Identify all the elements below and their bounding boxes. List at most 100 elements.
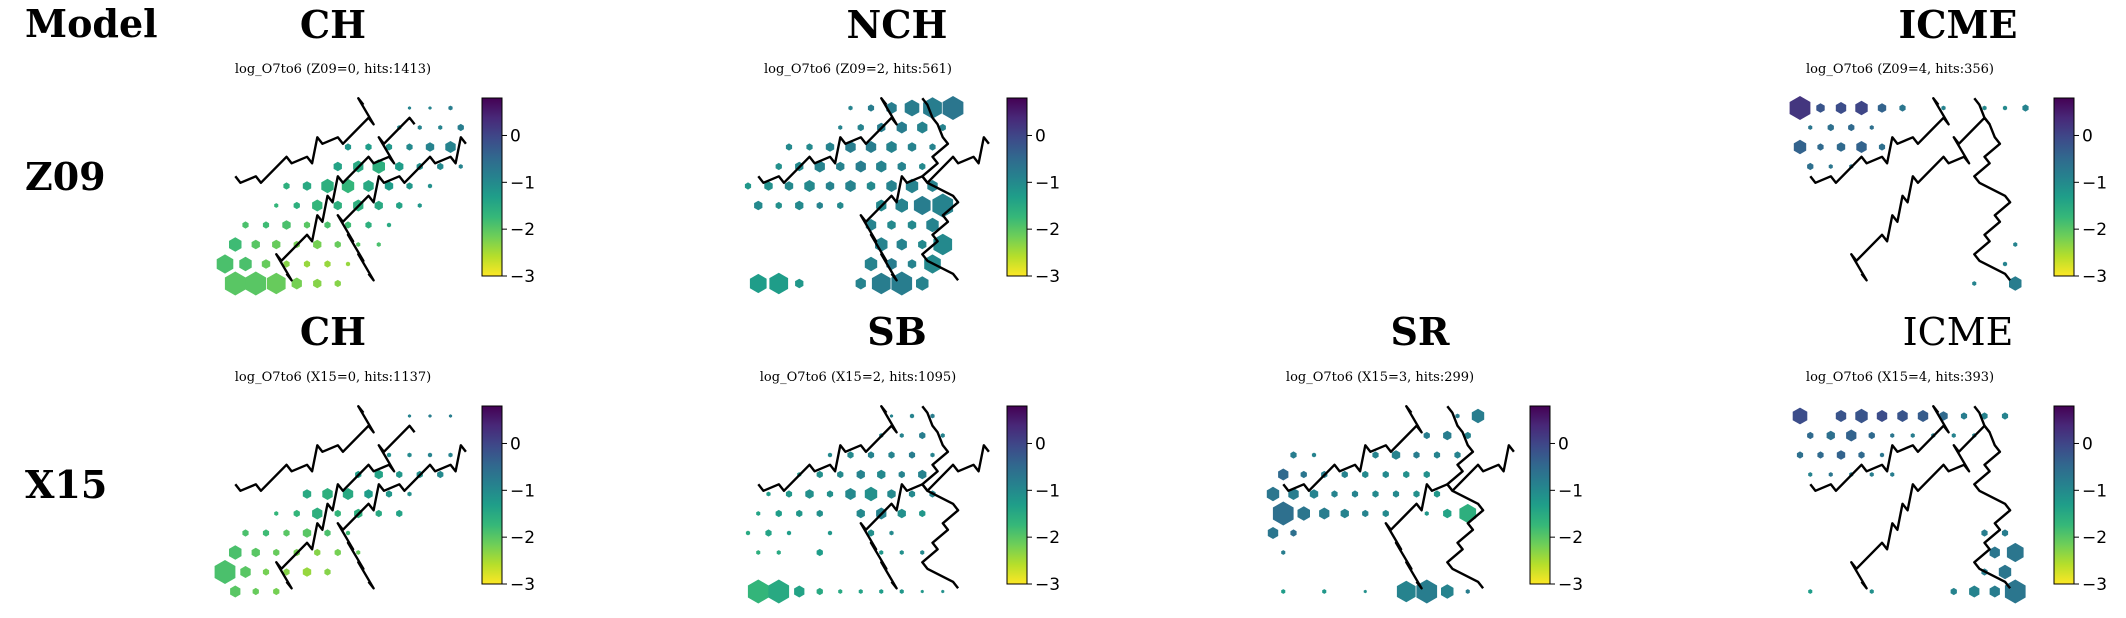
hex-cell [1319,507,1330,520]
hex-cell [313,278,322,289]
hex-cell [1981,412,1988,420]
hex-cell [1941,105,1946,111]
hex-cell [384,181,394,191]
panel-subtitle-z09-icme: log_O7to6 (Z09=4, hits:356) [1806,62,1994,77]
hex-cell [242,529,249,537]
hex-cell [1789,96,1811,120]
cluster-boundary [1850,424,1991,590]
hex-cell [940,433,945,438]
hex-cell [407,106,412,110]
hex-cell [274,511,279,516]
colorbar-tick-label: −3 [2082,267,2107,287]
hex-cell [2002,261,2008,267]
hex-cell [344,221,352,229]
hex-cell [866,181,876,191]
row-label-x15: X15 [25,462,107,507]
hex-cell [775,162,782,171]
colorbar-tick-label: −2 [2082,528,2107,548]
hex-cell [816,201,823,210]
hex-cell [239,256,252,272]
cluster-boundary [234,405,375,492]
hex-cell [896,238,907,251]
hex-cell [857,123,864,132]
hex-cell [1877,103,1887,113]
colorbar-tick-label: −1 [1558,481,1583,501]
colorbar-tick-label: −2 [1035,528,1060,548]
hex-cell [262,529,270,537]
hex-cell [838,589,843,594]
hex-cell [334,509,341,518]
hex-cell [796,509,803,518]
hex-cell [939,123,946,132]
hex-cell [904,99,920,117]
panel-title-x15-sr: SR [1390,309,1449,354]
hex-cell [293,201,300,210]
hex-cell [1846,429,1857,442]
hex-cell [425,142,435,152]
hex-cell [864,256,878,272]
hex-cell [1856,141,1867,153]
hex-cell [747,579,769,604]
hex-cell [1382,470,1389,479]
som-map-x15-icme [1792,405,2026,604]
som-map-z09-nch [744,96,990,296]
hex-cell [417,125,422,130]
hex-cell [1290,451,1297,459]
hex-cell [930,413,935,419]
hex-cell [283,182,290,190]
hex-cell [865,141,877,153]
hex-cell [363,180,374,192]
hex-cell [1835,410,1847,422]
hex-cell [1413,490,1420,498]
hex-cell [251,239,260,250]
hex-cell [1372,490,1379,498]
hex-cell [1897,410,1908,422]
hex-cell [1455,413,1460,419]
hex-cell [1951,433,1956,438]
hex-cell [749,273,767,294]
hex-cell [376,242,381,247]
hex-cell [871,272,891,295]
hex-cell [837,470,844,479]
hex-cell [229,237,242,252]
hex-cell [1972,281,1977,286]
hex-cell [386,222,392,228]
hex-cell [825,181,835,191]
hex-cell [848,105,853,111]
hex-cell [272,239,281,250]
colorbar-x15-sb: 0−1−2−3 [1006,405,1060,595]
hex-cell [245,271,267,296]
hex-cell [918,239,927,250]
panel-title-z09-icme: ICME [1898,2,2017,47]
hex-cell [356,242,361,247]
hex-cell [1828,164,1833,169]
hex-cell [302,528,312,538]
colorbar-gradient [2053,97,2075,277]
hex-cell [1331,490,1338,498]
hex-cell [1982,105,1987,111]
hex-cell [374,469,383,480]
hex-cell [920,589,924,594]
cluster-boundary [1809,97,1950,184]
hex-cell [1459,503,1477,524]
cluster-boundary [1384,444,1515,590]
hex-cell [448,414,453,418]
hex-cell [887,220,896,230]
hex-cell [896,121,907,134]
hex-cell [816,548,823,557]
hex-cell [303,221,311,229]
hex-cell [273,587,280,596]
colorbar-gradient [481,405,503,585]
hex-cell [898,470,905,479]
hex-cell [1855,100,1868,116]
hex-cell [1848,123,1855,132]
hex-cell [1266,486,1280,502]
colorbar-tick-label: 0 [510,126,521,146]
hex-cell [345,530,351,536]
hex-cell [1989,585,2000,598]
colorbar-tick-label: −2 [510,220,535,240]
hex-cell [918,469,927,480]
hex-cell [457,123,464,132]
hex-cell [769,272,789,295]
hex-cell [756,550,761,555]
